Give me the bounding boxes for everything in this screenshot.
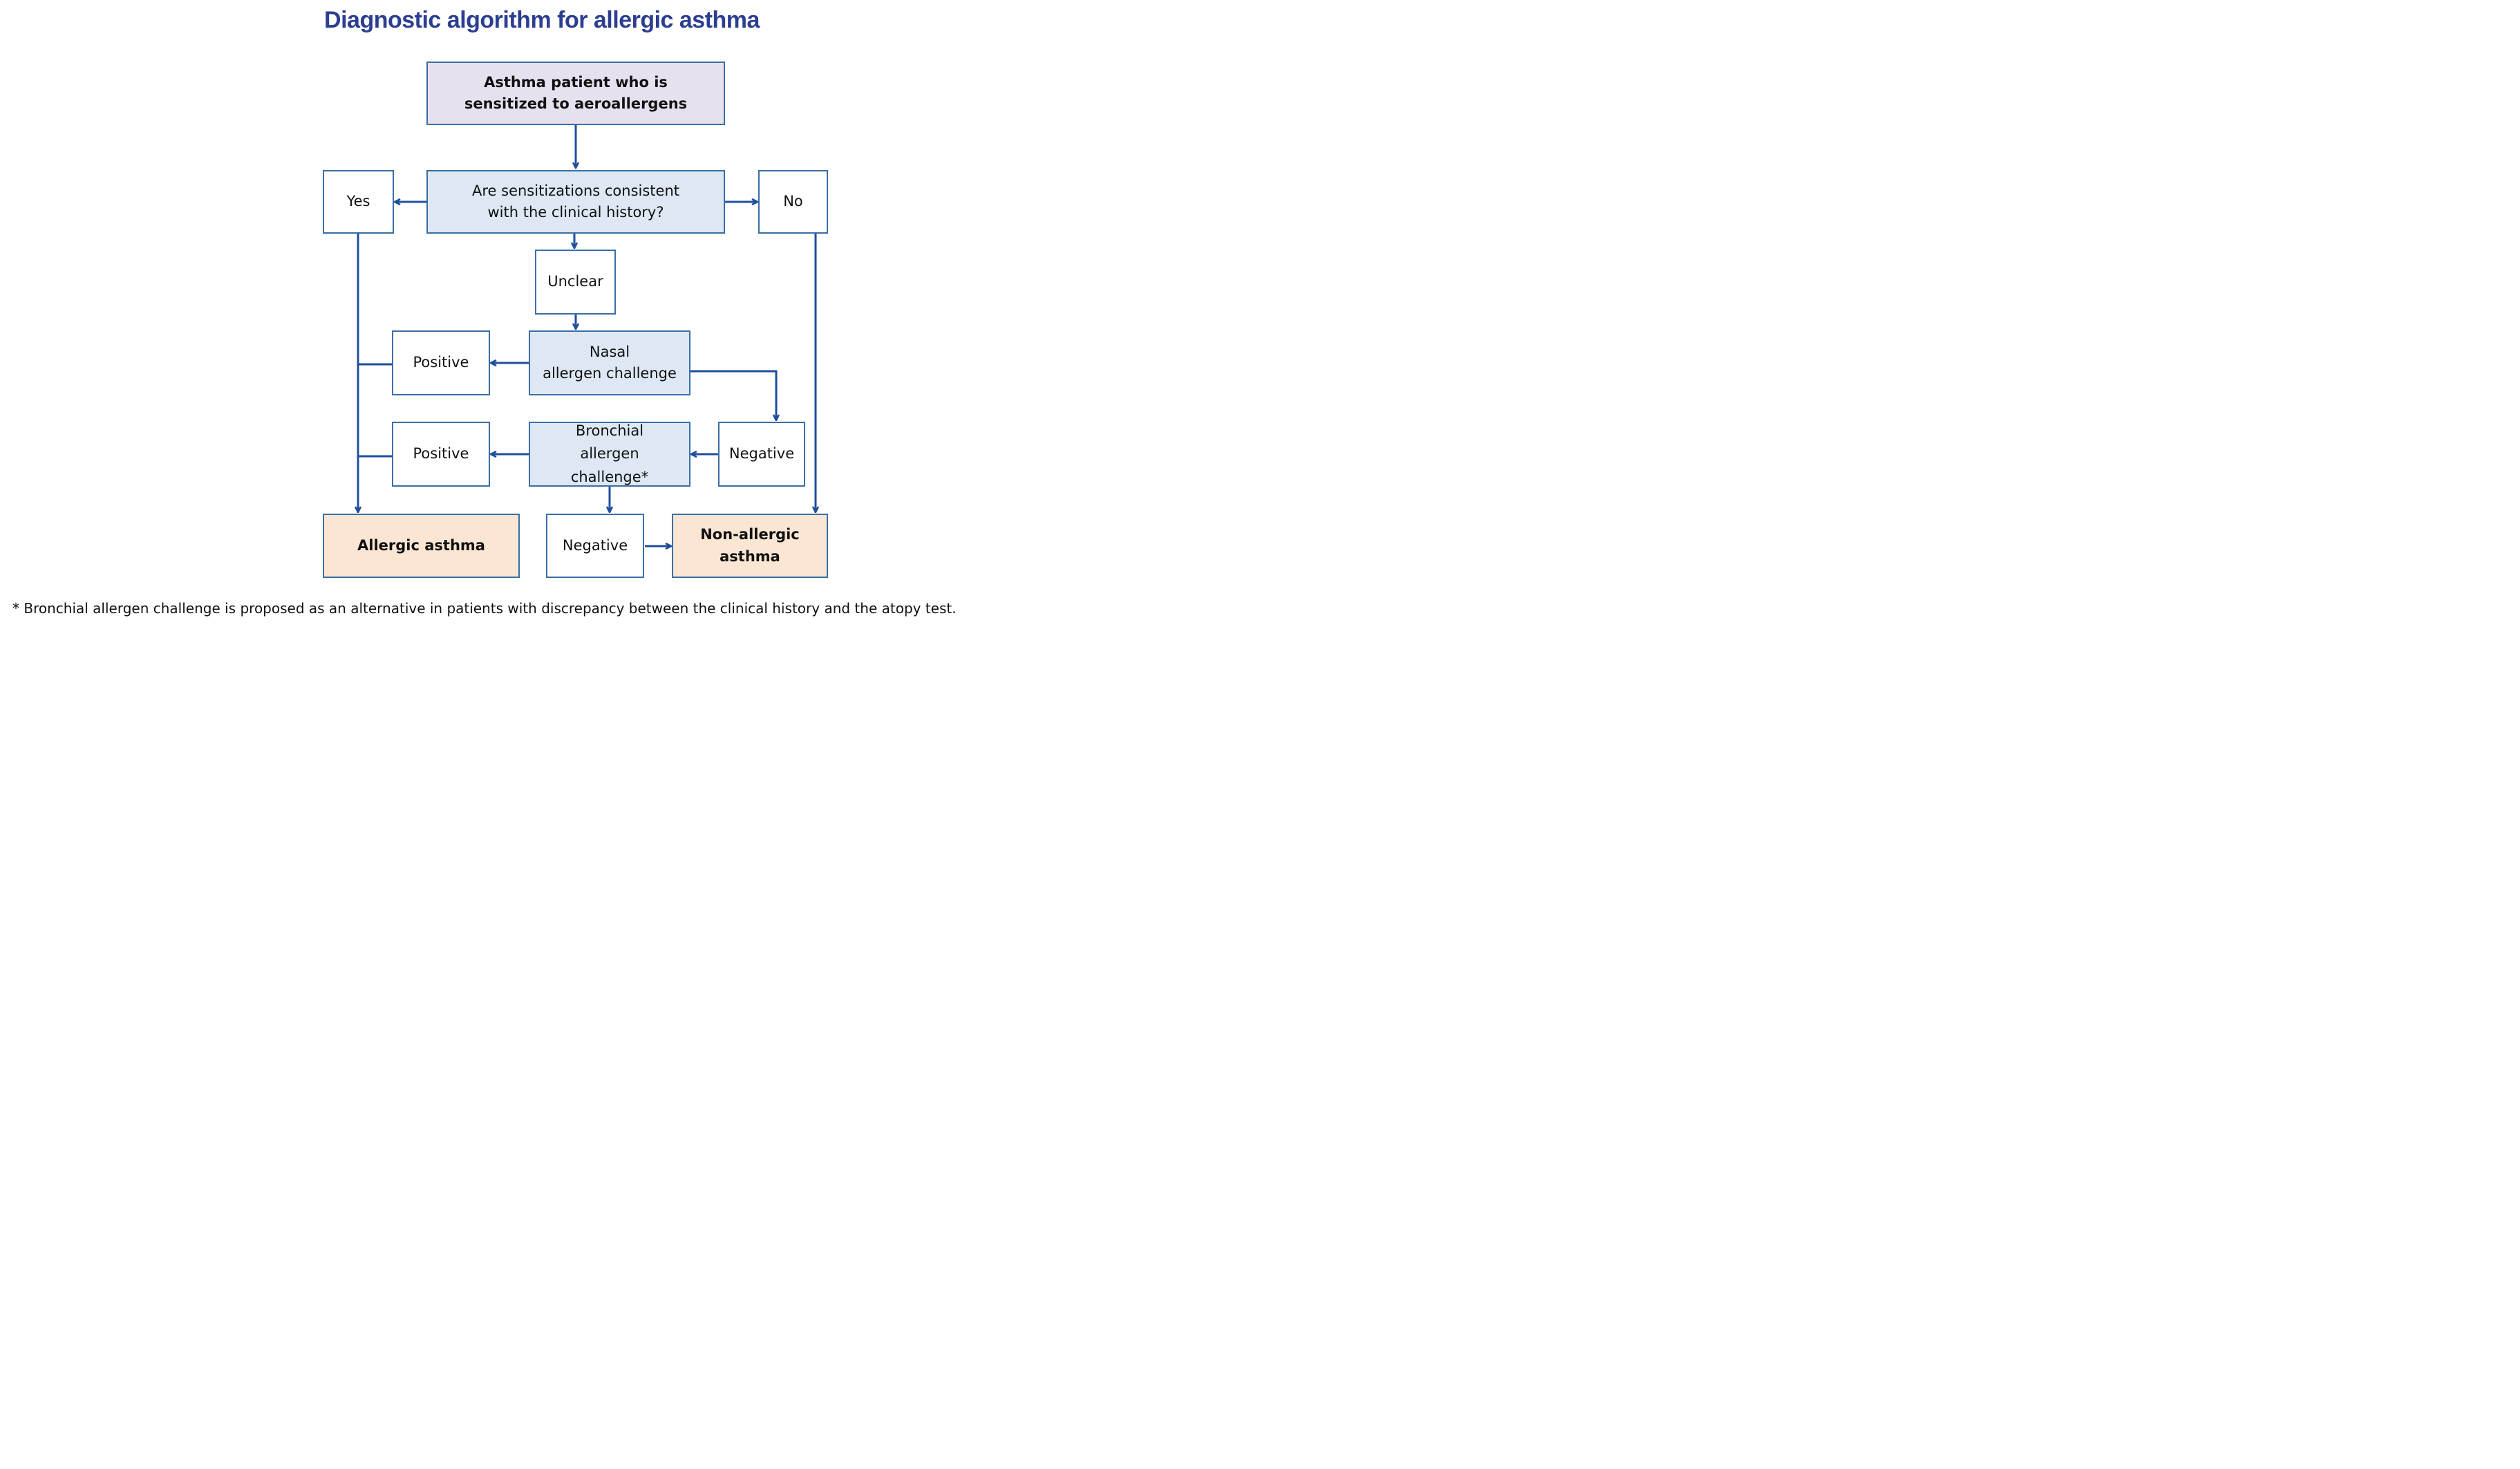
negative-bronchial-node: Negative bbox=[546, 514, 644, 578]
negative-nasal-node: Negative bbox=[718, 422, 805, 487]
no-node: No bbox=[758, 170, 828, 234]
nasal-challenge-node: Nasal allergen challenge bbox=[529, 330, 690, 395]
positive-bronchial-node: Positive bbox=[392, 422, 490, 487]
question-node: Are sensitizations consistent with the c… bbox=[426, 170, 725, 234]
unclear-node: Unclear bbox=[535, 250, 616, 315]
non-allergic-asthma-node: Non-allergic asthma bbox=[672, 514, 828, 578]
bronchial-challenge-node: Bronchial allergen challenge* bbox=[529, 422, 690, 487]
positive-nasal-node: Positive bbox=[392, 330, 490, 395]
allergic-asthma-node: Allergic asthma bbox=[323, 514, 520, 578]
arrow-nasal-to-negative bbox=[690, 370, 776, 420]
start-node: Asthma patient who is sensitized to aero… bbox=[426, 62, 725, 125]
flowchart: Diagnostic algorithm for allergic asthma bbox=[0, 0, 1084, 632]
yes-node: Yes bbox=[323, 170, 394, 234]
connector-layer bbox=[0, 125, 1084, 632]
chart-title: Diagnostic algorithm for allergic asthma bbox=[324, 7, 760, 33]
footnote: * Bronchial allergen challenge is propos… bbox=[12, 600, 957, 617]
